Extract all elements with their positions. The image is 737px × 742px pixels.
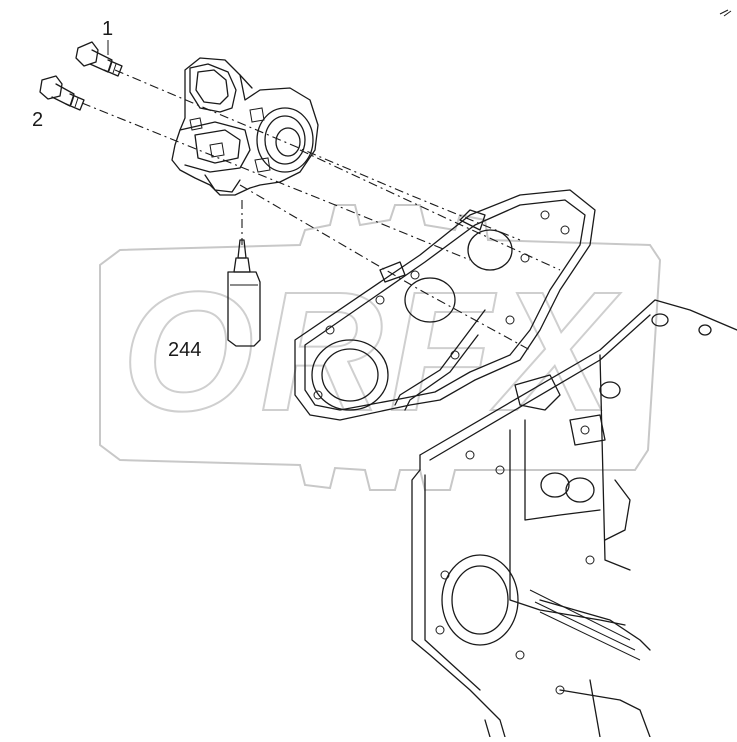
sealant-tube xyxy=(227,239,261,347)
watermark-text: ORFX xyxy=(122,257,621,447)
bolt-1 xyxy=(75,41,123,77)
housing-assembly xyxy=(171,57,319,196)
callout-labels: 1 2 244 xyxy=(32,18,201,361)
callout-244: 244 xyxy=(168,339,201,361)
engine-block xyxy=(411,299,737,738)
callout-2: 2 xyxy=(32,109,43,131)
gasket-plate xyxy=(294,189,596,421)
watermark-gear-outline xyxy=(99,204,662,491)
watermark-logo: ORFX xyxy=(99,204,662,491)
bolt-2 xyxy=(39,75,85,111)
alignment-lines xyxy=(81,69,561,351)
corner-mark xyxy=(719,9,732,17)
callout-1: 1 xyxy=(102,18,113,40)
